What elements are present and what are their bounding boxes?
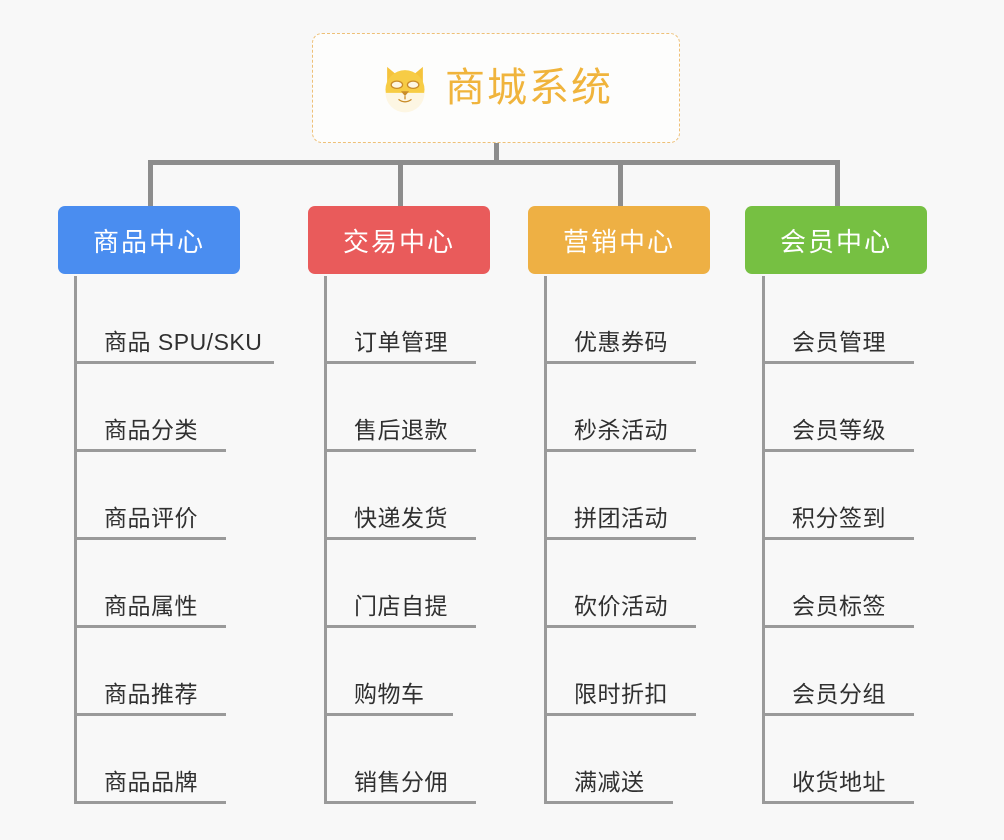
leaf-item[interactable]: 会员分组	[762, 628, 914, 716]
branch-header-label: 营销中心	[562, 226, 675, 257]
leaf-item[interactable]: 会员管理	[762, 276, 914, 364]
leaf-label: 商品品牌	[104, 768, 198, 795]
leaf-item[interactable]: 商品评价	[74, 452, 226, 540]
leaf-item[interactable]: 砍价活动	[544, 540, 696, 628]
leaf-item[interactable]: 商品推荐	[74, 628, 226, 716]
branch-spine	[762, 276, 765, 804]
leaf-item[interactable]: 限时折扣	[544, 628, 696, 716]
leaf-item[interactable]: 拼团活动	[544, 452, 696, 540]
leaf-label: 销售分佣	[354, 768, 448, 795]
branch-drop-connector-1	[148, 160, 153, 206]
leaf-item[interactable]: 门店自提	[324, 540, 476, 628]
leaf-label: 商品属性	[104, 592, 198, 619]
branch-spine	[324, 276, 327, 804]
branch-header-label: 会员中心	[779, 226, 892, 257]
branch-header-label: 商品中心	[92, 226, 205, 257]
leaf-item[interactable]: 订单管理	[324, 276, 476, 364]
leaf-label: 会员管理	[792, 328, 886, 355]
leaf-label: 售后退款	[354, 416, 448, 443]
branch-header-商品中心[interactable]: 商品中心	[58, 206, 240, 274]
leaf-label: 积分签到	[792, 504, 886, 531]
leaf-item[interactable]: 商品 SPU/SKU	[74, 276, 274, 364]
root-title: 商城系统	[445, 66, 613, 110]
leaf-item[interactable]: 会员标签	[762, 540, 914, 628]
leaf-label: 满减送	[574, 768, 645, 795]
leaf-item[interactable]: 积分签到	[762, 452, 914, 540]
branch-drop-connector-2	[398, 160, 403, 206]
leaf-label: 限时折扣	[574, 680, 668, 707]
leaf-label: 商品分类	[104, 416, 198, 443]
root-stem-connector	[494, 143, 499, 163]
shiba-dog-face-icon	[385, 66, 425, 113]
leaf-label: 会员等级	[792, 416, 886, 443]
leaf-item[interactable]: 快递发货	[324, 452, 476, 540]
leaf-label: 商品 SPU/SKU	[104, 328, 263, 355]
leaf-item[interactable]: 售后退款	[324, 364, 476, 452]
leaf-item[interactable]: 销售分佣	[324, 716, 476, 804]
leaf-item[interactable]: 商品属性	[74, 540, 226, 628]
branch-spine	[74, 276, 77, 804]
branch-header-营销中心[interactable]: 营销中心	[528, 206, 710, 274]
leaf-label: 商品推荐	[104, 680, 198, 707]
horizontal-bus-connector	[148, 160, 840, 165]
leaf-item[interactable]: 购物车	[324, 628, 453, 716]
leaf-item[interactable]: 会员等级	[762, 364, 914, 452]
leaf-label: 优惠券码	[574, 328, 668, 355]
leaf-label: 门店自提	[354, 592, 448, 619]
leaf-label: 商品评价	[104, 504, 198, 531]
leaf-item[interactable]: 优惠券码	[544, 276, 696, 364]
leaf-label: 砍价活动	[574, 592, 668, 619]
leaf-label: 秒杀活动	[574, 416, 668, 443]
branch-drop-connector-3	[618, 160, 623, 206]
leaf-label: 快递发货	[354, 504, 448, 531]
leaf-item[interactable]: 满减送	[544, 716, 673, 804]
leaf-item[interactable]: 商品分类	[74, 364, 226, 452]
root-node[interactable]: 商城系统	[312, 33, 680, 143]
branch-header-label: 交易中心	[342, 226, 455, 257]
branch-header-会员中心[interactable]: 会员中心	[745, 206, 927, 274]
branch-header-交易中心[interactable]: 交易中心	[308, 206, 490, 274]
leaf-label: 会员标签	[792, 592, 886, 619]
leaf-item[interactable]: 收货地址	[762, 716, 914, 804]
leaf-label: 购物车	[354, 680, 425, 707]
leaf-label: 收货地址	[792, 768, 886, 795]
leaf-label: 会员分组	[792, 680, 886, 707]
branch-spine	[544, 276, 547, 804]
leaf-item[interactable]: 商品品牌	[74, 716, 226, 804]
leaf-label: 拼团活动	[574, 504, 668, 531]
branch-drop-connector-4	[835, 160, 840, 206]
leaf-item[interactable]: 秒杀活动	[544, 364, 696, 452]
leaf-label: 订单管理	[354, 328, 448, 355]
